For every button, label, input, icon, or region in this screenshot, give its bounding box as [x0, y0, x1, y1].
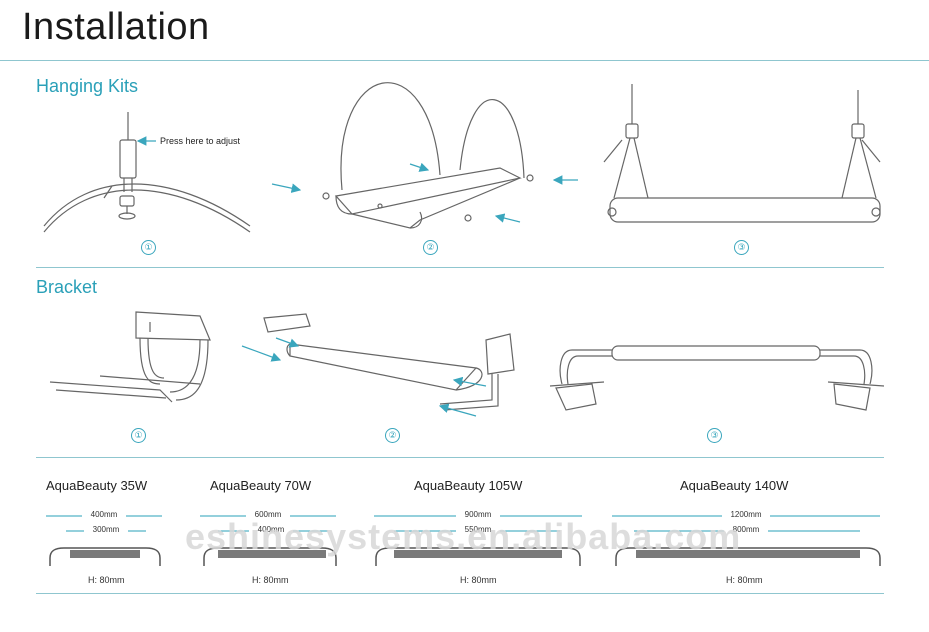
inner-length-35w: 300mm [84, 525, 128, 534]
dimension-diagram-35w [46, 515, 162, 566]
model-name-70w: AquaBeauty 70W [210, 478, 312, 493]
outer-length-70w: 600mm [246, 510, 290, 519]
inner-length-105w: 550mm [456, 525, 500, 534]
height-140w: H: 80mm [726, 575, 763, 585]
inner-length-140w: 800mm [724, 525, 768, 534]
model-name-140w: AquaBeauty 140W [680, 478, 789, 493]
bracket-step-1-illustration [49, 311, 211, 403]
adjust-callout: Press here to adjust [160, 136, 241, 146]
page-title: Installation [22, 6, 210, 48]
hanging-step-2-number: ② [423, 240, 438, 255]
bracket-step-2-illustration [263, 313, 515, 411]
hanging-step-1-number: ① [141, 240, 156, 255]
model-name-105w: AquaBeauty 105W [414, 478, 523, 493]
inner-length-70w: 400mm [249, 525, 293, 534]
hanging-step-3-number: ③ [734, 240, 749, 255]
watermark: eshinesystems.en.alibaba.com [185, 516, 742, 557]
hanging-step-2-illustration [322, 82, 534, 229]
hanging-step-1-illustration [43, 112, 251, 233]
outer-length-140w: 1200mm [722, 510, 770, 519]
bracket-step-3-illustration [549, 345, 885, 411]
outer-length-35w: 400mm [82, 510, 126, 519]
model-name-35w: AquaBeauty 35W [46, 478, 148, 493]
hanging-step-3-illustration [603, 84, 881, 223]
bracket-step-1-number: ① [131, 428, 146, 443]
height-35w: H: 80mm [88, 575, 125, 585]
bracket-step-2-number: ② [385, 428, 400, 443]
bracket-step-3-number: ③ [707, 428, 722, 443]
bracket-divider [36, 457, 884, 458]
outer-length-105w: 900mm [456, 510, 500, 519]
hanging-divider [36, 267, 884, 268]
title-divider [0, 60, 929, 61]
height-70w: H: 80mm [252, 575, 289, 585]
hanging-kits-heading: Hanging Kits [36, 76, 139, 96]
bottom-divider [36, 593, 884, 594]
height-105w: H: 80mm [460, 575, 497, 585]
bracket-heading: Bracket [36, 277, 98, 297]
